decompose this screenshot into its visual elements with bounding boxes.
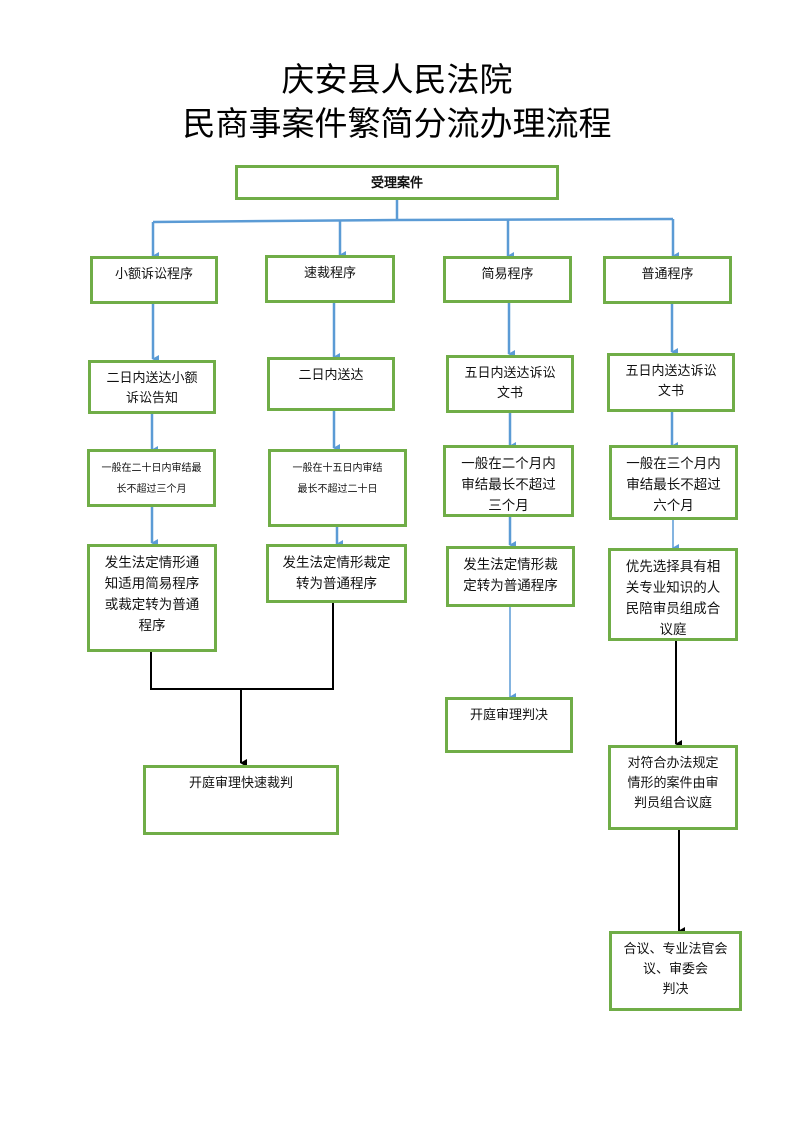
outcome-label: 开庭审理快速裁判 [188,776,293,791]
procedure-small-claims: 小额诉讼程序 [90,256,218,304]
connector-root-branch [152,217,674,224]
step-label: 一般在十五日内审结 最长不超过二十日 [292,463,383,495]
step-label: 一般在三个月内 审结最长不超过 六个月 [626,456,721,514]
procedure-expedited: 速裁程序 [265,255,395,303]
step-label: 发生法定情形裁 定转为普通程序 [463,557,558,594]
step-label: 一般在二个月内 审结最长不超过 三个月 [461,456,556,514]
step-label: 优先选择具有相 关专业知识的人 民陪审员组成合 议庭 [625,559,721,638]
c4-step-service: 五日内送达诉讼 文书 [607,353,735,412]
merged-outcome-fast-judgment: 开庭审理快速裁判 [143,765,339,835]
procedure-ordinary: 普通程序 [603,256,732,304]
c3-step-conversion: 发生法定情形裁 定转为普通程序 [446,546,575,607]
step-label: 二日内送达小额 诉讼告知 [106,371,198,406]
procedure-label: 普通程序 [641,267,694,282]
c1-step-deadline: 一般在二十日内审结最 长不超过三个月 [87,449,216,507]
procedure-label: 小额诉讼程序 [114,267,193,282]
c2-step-deadline: 一般在十五日内审结 最长不超过二十日 [268,449,407,527]
step-label: 对符合办法规定 情形的案件由审 判员组合议庭 [627,756,719,811]
step-label: 五日内送达诉讼 文书 [464,366,556,401]
c3-step-service: 五日内送达诉讼 文书 [446,355,574,413]
step-label: 二日内送达 [298,368,364,383]
title-court-name: 庆安县人民法院 [281,60,513,99]
step-label: 发生法定情形裁定 转为普通程序 [282,555,391,592]
procedure-label: 速裁程序 [303,266,356,281]
step-label: 一般在二十日内审结最 长不超过三个月 [101,463,202,495]
c2-step-conversion: 发生法定情形裁定 转为普通程序 [266,544,407,603]
c4-step-jurors: 优先选择具有相 关专业知识的人 民陪审员组成合 议庭 [608,548,738,641]
procedure-label: 简易程序 [481,267,534,282]
step-label: 发生法定情形通 知适用简易程序 或裁定转为普通 程序 [104,555,200,634]
c4-step-panel: 对符合办法规定 情形的案件由审 判员组合议庭 [608,745,738,830]
c4-step-deadline: 一般在三个月内 审结最长不超过 六个月 [609,445,738,520]
step-label: 开庭审理判决 [469,708,548,723]
c1-step-conversion: 发生法定情形通 知适用简易程序 或裁定转为普通 程序 [87,544,217,652]
step-label: 合议、专业法官会 议、审委会 判决 [623,942,728,997]
c3-step-trial-judgment: 开庭审理判决 [445,697,573,753]
c3-step-deadline: 一般在二个月内 审结最长不超过 三个月 [443,445,574,517]
c4-step-final-judgment: 合议、专业法官会 议、审委会 判决 [609,931,742,1011]
procedure-simplified: 简易程序 [443,256,572,303]
title-process-name: 民商事案件繁简分流办理流程 [182,104,612,143]
root-accept-case: 受理案件 [235,165,559,200]
c1-step-service: 二日内送达小额 诉讼告知 [88,360,216,414]
c2-step-service: 二日内送达 [267,357,395,411]
root-label: 受理案件 [370,176,423,191]
step-label: 五日内送达诉讼 文书 [625,364,717,399]
